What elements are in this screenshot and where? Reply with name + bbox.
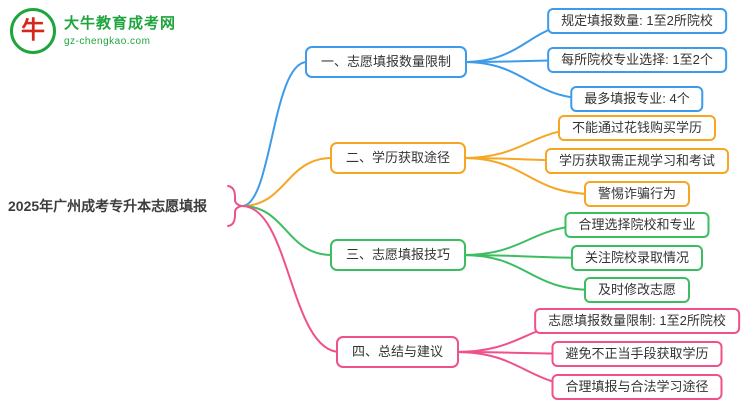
leaf-node: 避免不正当手段获取学历 [551,341,723,367]
connector-root-branch3 [241,205,333,256]
site-name: 大牛教育成考网 [64,15,177,32]
connector-root-branch2 [241,157,333,207]
leaf-node: 关注院校录取情况 [570,245,704,271]
leaf-node: 合理填报与合法学习途径 [551,374,723,400]
leaf-node: 志愿填报数量限制: 1至2所院校 [534,308,740,334]
leaf-node: 规定填报数量: 1至2所院校 [547,8,727,34]
branch-node-3: 三、志愿填报技巧 [330,239,467,271]
site-logo-text: 大牛教育成考网 gz-chengkao.com [64,15,176,47]
connector-root-branch4 [241,205,341,353]
connector-branch2-leaf3 [461,157,595,195]
bull-logo-icon: 牛 [10,8,56,54]
leaf-node: 每所院校专业选择: 1至2个 [547,47,727,73]
leaf-node: 警惕诈骗行为 [583,181,691,207]
branch-node-4: 四、总结与建议 [336,336,460,368]
leaf-node: 合理选择院校和专业 [564,212,710,238]
branch-node-1: 一、志愿填报数量限制 [305,46,468,78]
site-logo: 牛 大牛教育成考网 gz-chengkao.com [10,8,176,54]
branch-node-2: 二、学历获取途径 [330,142,467,174]
leaf-node: 不能通过花钱购买学历 [557,115,717,141]
connector-root-branch1 [241,61,308,207]
root-node: 2025年广州成考专升本志愿填报 [8,198,208,214]
connector-branch3-leaf3 [461,254,595,291]
leaf-node: 及时修改志愿 [583,277,691,303]
site-url: gz-chengkao.com [64,36,151,47]
root-brace [227,185,243,227]
bull-glyph: 牛 [21,17,45,44]
leaf-node: 最多填报专业: 4个 [570,86,704,112]
leaf-node: 学历获取需正规学习和考试 [544,148,730,174]
